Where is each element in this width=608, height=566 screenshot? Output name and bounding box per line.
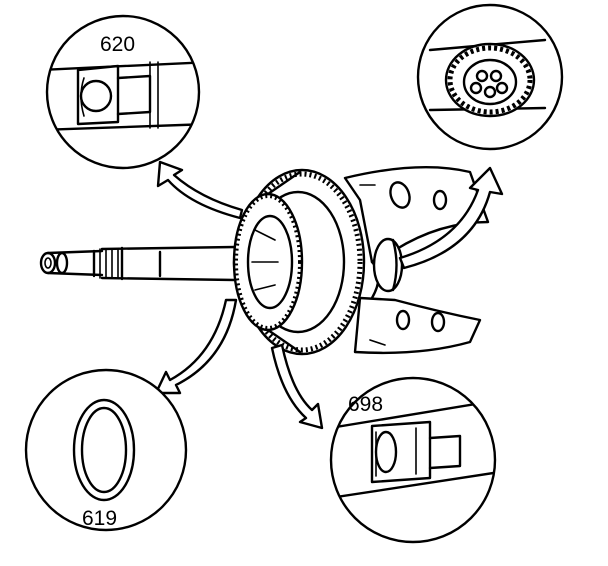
detail-callout-bearing <box>416 3 564 151</box>
part-label-698: 698 <box>348 393 383 416</box>
clutch-drum-shell <box>343 166 490 355</box>
detail-callout-698: 698 <box>329 376 497 544</box>
part-label-620: 620 <box>100 33 135 56</box>
ring-gear-hub <box>232 168 366 356</box>
detail-callout-620: 620 <box>45 14 201 170</box>
part-label-619: 619 <box>82 507 117 530</box>
callout-arrows <box>154 160 504 430</box>
main-assembly <box>39 166 490 356</box>
detail-callout-619: 619 <box>24 368 188 532</box>
